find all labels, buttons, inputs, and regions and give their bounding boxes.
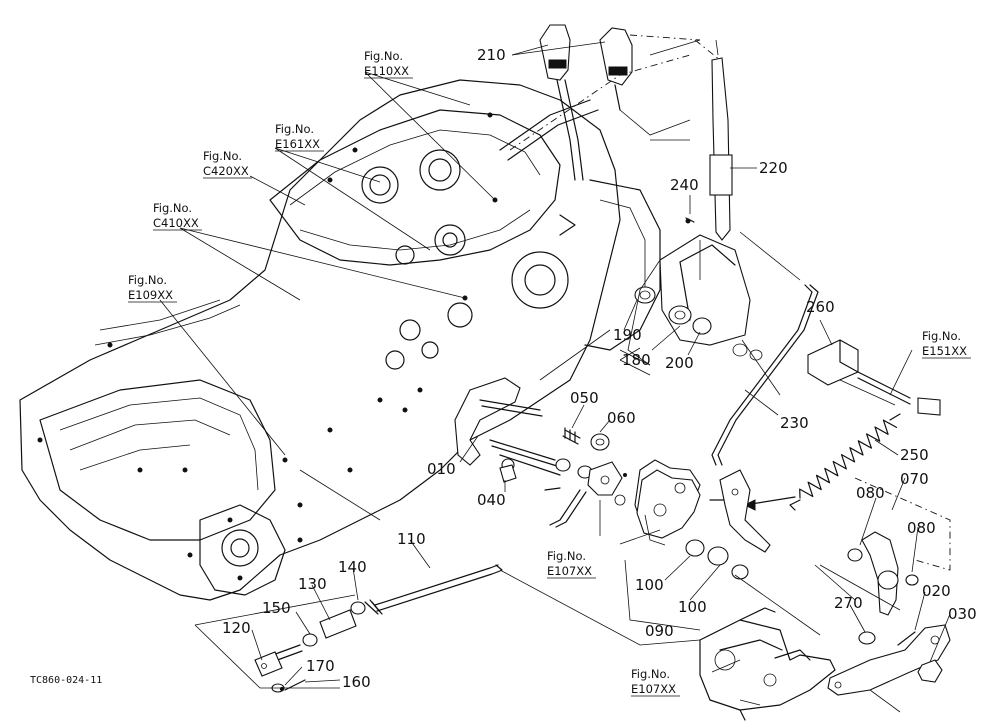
part-labels: 210 220 240 260 190 180 200 230 050 060 … [222, 46, 977, 691]
shaft-010-assembly [454, 377, 627, 528]
label-210: 210 [477, 46, 506, 64]
label-010: 010 [427, 460, 456, 478]
label-070: 070 [900, 470, 929, 488]
svg-text:Fig.No.: Fig.No. [364, 49, 403, 63]
label-120: 120 [222, 619, 251, 637]
fig-ref-leaders [159, 71, 496, 456]
label-130: 130 [298, 575, 327, 593]
label-160: 160 [342, 673, 371, 691]
svg-text:Fig.No.: Fig.No. [631, 667, 670, 681]
svg-text:C420XX: C420XX [203, 164, 249, 178]
lever-070-group [847, 477, 951, 616]
svg-text:Fig.No.: Fig.No. [128, 273, 167, 287]
svg-text:Fig.No.: Fig.No. [203, 149, 242, 163]
lever-220 [694, 39, 733, 241]
svg-text:E161XX: E161XX [275, 137, 320, 151]
label-200: 200 [665, 354, 694, 372]
label-270: 270 [834, 594, 863, 612]
svg-text:E110XX: E110XX [364, 64, 409, 78]
part-leaders [251, 41, 951, 686]
label-080-right: 080 [907, 519, 936, 537]
svg-text:E151XX: E151XX [922, 344, 967, 358]
label-030: 030 [948, 605, 977, 623]
fig-ref-e107-bottom: Fig.No. E107XX [631, 667, 676, 696]
assembly-lines [194, 39, 901, 713]
svg-text:E107XX: E107XX [631, 682, 676, 696]
svg-text:E109XX: E109XX [128, 288, 173, 302]
transmission-housing [19, 79, 661, 601]
label-090: 090 [645, 622, 674, 640]
label-230: 230 [780, 414, 809, 432]
svg-text:C410XX: C410XX [153, 216, 199, 230]
lever-210 [499, 24, 701, 236]
fig-ref-e107-center: Fig.No. E107XX [547, 549, 592, 578]
label-190: 190 [613, 326, 642, 344]
label-140: 140 [338, 558, 367, 576]
drawing-code: TC860-024-11 [30, 675, 102, 686]
fig-ref-c410: Fig.No. C410XX [153, 201, 199, 230]
label-110: 110 [397, 530, 426, 548]
fig-ref-e109: Fig.No. E109XX [128, 273, 173, 302]
svg-text:E107XX: E107XX [547, 564, 592, 578]
fig-ref-e110: Fig.No. E110XX [364, 49, 409, 78]
label-100-right: 100 [678, 598, 707, 616]
fig-ref-e151: Fig.No. E151XX [922, 329, 967, 358]
label-020: 020 [922, 582, 951, 600]
svg-text:Fig.No.: Fig.No. [547, 549, 586, 563]
rod-230 [711, 284, 819, 466]
bracket-180 [627, 217, 763, 366]
label-180: 180 [622, 351, 651, 369]
label-080-top: 080 [856, 484, 885, 502]
fig-ref-c420: Fig.No. C420XX [203, 149, 249, 178]
svg-text:Fig.No.: Fig.No. [153, 201, 192, 215]
fig-ref-e161: Fig.No. E161XX [275, 122, 320, 151]
label-170: 170 [306, 657, 335, 675]
svg-text:Fig.No.: Fig.No. [275, 122, 314, 136]
label-260: 260 [806, 298, 835, 316]
cam-plate-assembly [634, 459, 771, 580]
label-150: 150 [262, 599, 291, 617]
fig-ref-underlines [128, 77, 971, 697]
label-220: 220 [759, 159, 788, 177]
svg-text:Fig.No.: Fig.No. [922, 329, 961, 343]
bracket-260 [807, 339, 941, 416]
mount-bracket-bottom [699, 607, 836, 721]
label-060: 060 [607, 409, 636, 427]
plate-020 [827, 624, 951, 696]
label-040: 040 [477, 491, 506, 509]
label-250: 250 [900, 446, 929, 464]
label-100-left: 100 [635, 576, 664, 594]
fig-ref-labels: Fig.No. E110XX Fig.No. E161XX Fig.No. C4… [128, 49, 967, 696]
spring-250 [743, 413, 901, 511]
label-050: 050 [570, 389, 599, 407]
rod-110-linkage [254, 564, 503, 693]
label-240: 240 [670, 176, 699, 194]
